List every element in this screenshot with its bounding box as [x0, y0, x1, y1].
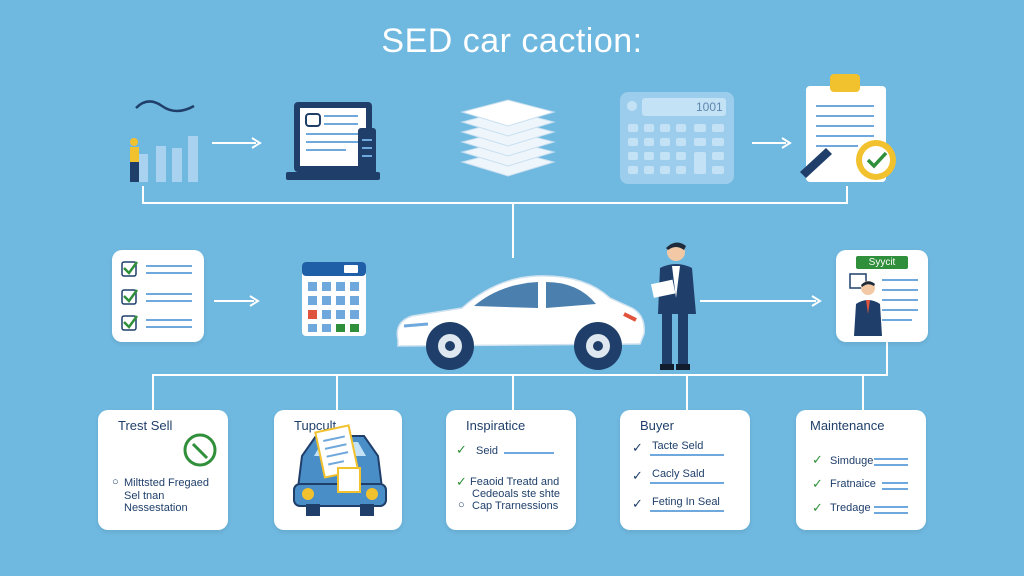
card-title: Trest Sell — [118, 418, 173, 433]
arrow-right-icon — [700, 295, 822, 307]
card-line: Feting In Seal — [652, 496, 720, 508]
check-icon: ✓ — [456, 442, 467, 457]
card-inspiratice — [446, 410, 576, 530]
clipboard-approval-icon — [800, 74, 896, 182]
arrow-right-icon — [214, 295, 260, 307]
check-icon: ✓ — [812, 452, 823, 467]
buyer-badge-text: Syycit — [868, 257, 896, 268]
drop-4 — [686, 374, 688, 410]
top-left-drop — [142, 186, 144, 204]
salesperson-figure — [650, 242, 696, 370]
check-icon: ✓ — [456, 474, 467, 489]
calendar-icon — [302, 262, 366, 336]
drop-2 — [336, 374, 338, 410]
checklist-icon — [121, 261, 192, 331]
card-line: Tredage — [830, 502, 871, 514]
check-icon: ✓ — [632, 496, 643, 511]
card-line: Milttsted Fregaed — [124, 477, 209, 489]
bullet-icon: ○ — [458, 499, 465, 511]
card-maintenance — [796, 410, 926, 530]
underline-bar — [504, 452, 554, 454]
card-title: Inspiratice — [466, 418, 526, 433]
underline-bar — [650, 482, 724, 484]
underline-bar — [874, 458, 908, 460]
check-icon: ✓ — [632, 468, 643, 483]
underline-bar — [874, 506, 908, 508]
card-line: Cacly Sald — [652, 468, 705, 480]
card-line: Fratnaice — [830, 478, 876, 490]
check-circle-icon — [183, 433, 217, 467]
calculator-display: 1001 — [696, 100, 723, 114]
check-icon: ✓ — [812, 476, 823, 491]
card-line: Simduge — [830, 455, 874, 467]
bullet-icon: ○ — [112, 476, 119, 488]
center-vertical — [512, 202, 514, 258]
underline-bar — [650, 510, 724, 512]
drop-5 — [862, 374, 864, 410]
card-title: Buyer — [640, 418, 674, 433]
check-icon: ✓ — [812, 500, 823, 515]
drop-1 — [152, 374, 154, 410]
calculator-icon — [620, 92, 734, 184]
underline-bar — [874, 512, 908, 514]
laptop-document-icon — [286, 102, 380, 180]
car-illustration — [396, 275, 645, 370]
card-line: Nessestation — [124, 502, 188, 514]
card-title: Maintenance — [810, 418, 885, 433]
underline-bar — [874, 464, 908, 466]
card-trest-sell — [98, 410, 228, 530]
underline-bar — [882, 488, 908, 490]
card-line: Seid — [476, 445, 499, 457]
card-line: Cap Trarnessions — [472, 500, 559, 512]
underline-bar — [882, 482, 908, 484]
card-line: Tacte Seld — [652, 440, 704, 452]
underline-bar — [650, 454, 724, 456]
arrow-right-icon — [752, 137, 792, 149]
card-line: Feaoid Treatd and — [470, 476, 560, 488]
card-title: Tupcult — [294, 418, 337, 433]
paper-stack-icon — [460, 99, 556, 177]
drop-right-side — [886, 340, 888, 376]
bottom-connector — [152, 374, 888, 376]
car-document-icon — [293, 424, 387, 516]
card-line: Sel tnan — [124, 490, 165, 502]
top-right-drop — [846, 186, 848, 204]
page-title: SED car caction: — [381, 22, 643, 60]
buyer-badge — [856, 256, 908, 269]
buyer-profile-icon — [849, 273, 918, 336]
arrow-right-icon — [212, 137, 262, 149]
check-icon: ✓ — [632, 440, 643, 455]
top-connector — [142, 202, 848, 204]
card-line: Cedeoals ste shte — [472, 488, 561, 500]
drop-3 — [512, 374, 514, 410]
chart-growth-icon — [130, 100, 198, 182]
